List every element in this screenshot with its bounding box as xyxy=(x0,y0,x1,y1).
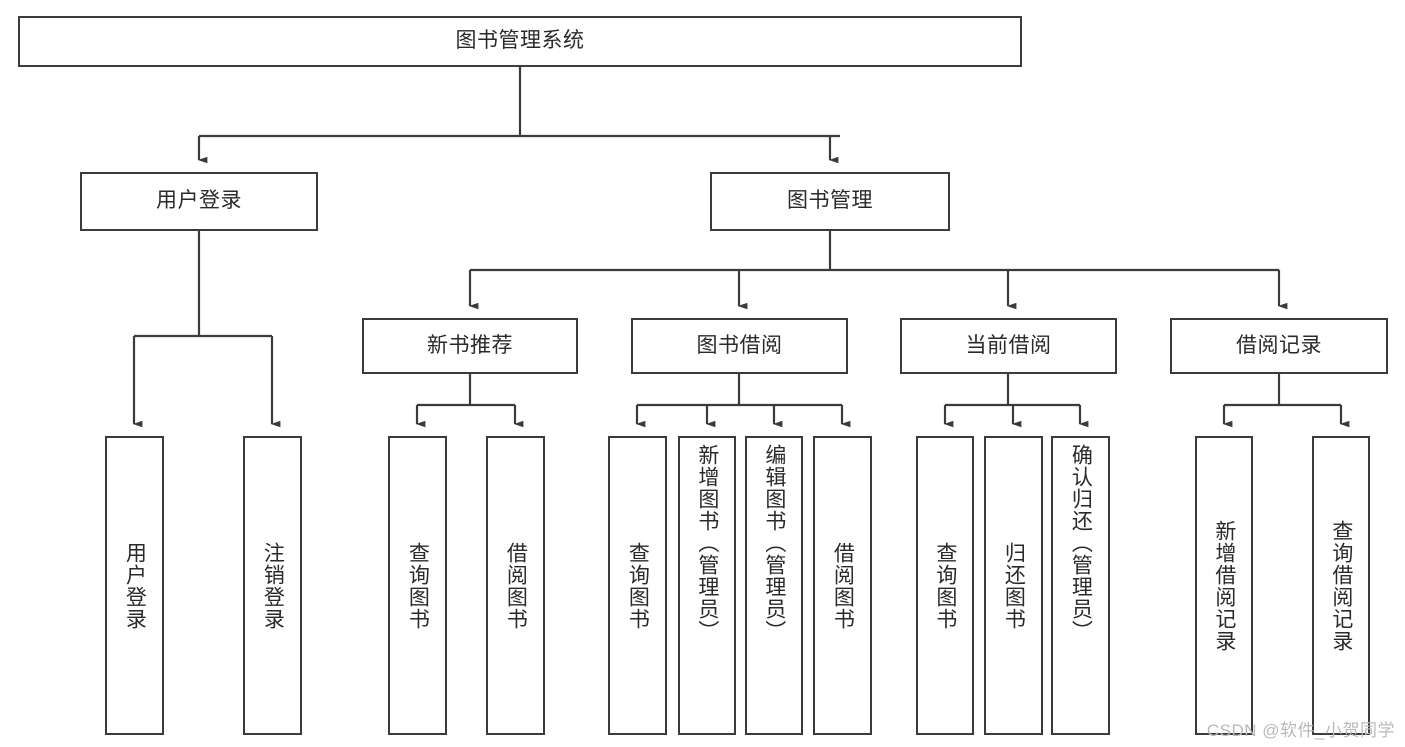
node-leaf-borrow-book-label: 借阅图书 xyxy=(831,541,855,630)
node-root-label: 图书管理系统 xyxy=(455,29,585,53)
node-leaf-edit-book-label: 编辑图书（管理员） xyxy=(762,444,786,642)
node-user-login-label: 用户登录 xyxy=(156,189,242,213)
node-new-book-rec-label: 新书推荐 xyxy=(427,333,513,357)
node-leaf-edit-book[interactable]: 编辑图书（管理员） xyxy=(745,436,803,735)
node-leaf-user-login[interactable]: 用户登录 xyxy=(105,436,164,735)
node-leaf-user-login-label: 用户登录 xyxy=(123,541,147,630)
node-leaf-confirm-return[interactable]: 确认归还（管理员） xyxy=(1051,436,1110,735)
node-leaf-user-logout[interactable]: 注销登录 xyxy=(243,436,302,735)
node-borrow-record[interactable]: 借阅记录 xyxy=(1170,318,1388,374)
node-leaf-confirm-return-label: 确认归还（管理员） xyxy=(1069,444,1093,642)
node-book-manage-label: 图书管理 xyxy=(787,189,873,213)
node-book-borrow[interactable]: 图书借阅 xyxy=(631,318,848,374)
node-leaf-user-logout-label: 注销登录 xyxy=(261,541,285,630)
node-leaf-add-book-label: 新增图书（管理员） xyxy=(695,444,719,642)
node-borrow-record-label: 借阅记录 xyxy=(1236,333,1322,357)
node-root[interactable]: 图书管理系统 xyxy=(18,16,1022,67)
node-leaf-query-book-cur-label: 查询图书 xyxy=(933,541,957,630)
node-leaf-borrow-book[interactable]: 借阅图书 xyxy=(813,436,872,735)
node-leaf-query-book-rec[interactable]: 查询图书 xyxy=(388,436,447,735)
node-leaf-borrow-book-rec[interactable]: 借阅图书 xyxy=(486,436,545,735)
node-leaf-return-book[interactable]: 归还图书 xyxy=(984,436,1043,735)
node-leaf-add-record-label: 新增借阅记录 xyxy=(1212,519,1236,652)
node-leaf-add-book[interactable]: 新增图书（管理员） xyxy=(678,436,736,735)
node-leaf-add-record[interactable]: 新增借阅记录 xyxy=(1195,436,1253,735)
node-book-manage[interactable]: 图书管理 xyxy=(710,172,950,231)
node-leaf-query-book-rec-label: 查询图书 xyxy=(406,541,430,630)
node-current-borrow[interactable]: 当前借阅 xyxy=(900,318,1117,374)
node-leaf-borrow-book-rec-label: 借阅图书 xyxy=(504,541,528,630)
node-user-login[interactable]: 用户登录 xyxy=(80,172,318,231)
node-book-borrow-label: 图书借阅 xyxy=(696,333,783,357)
node-leaf-query-book[interactable]: 查询图书 xyxy=(608,436,667,735)
node-leaf-query-book-cur[interactable]: 查询图书 xyxy=(916,436,974,735)
node-leaf-return-book-label: 归还图书 xyxy=(1002,541,1026,630)
node-leaf-query-record-label: 查询借阅记录 xyxy=(1329,519,1353,652)
node-current-borrow-label: 当前借阅 xyxy=(965,333,1052,357)
node-leaf-query-record[interactable]: 查询借阅记录 xyxy=(1312,436,1370,735)
node-new-book-rec[interactable]: 新书推荐 xyxy=(362,318,578,374)
node-leaf-query-book-label: 查询图书 xyxy=(626,541,650,630)
